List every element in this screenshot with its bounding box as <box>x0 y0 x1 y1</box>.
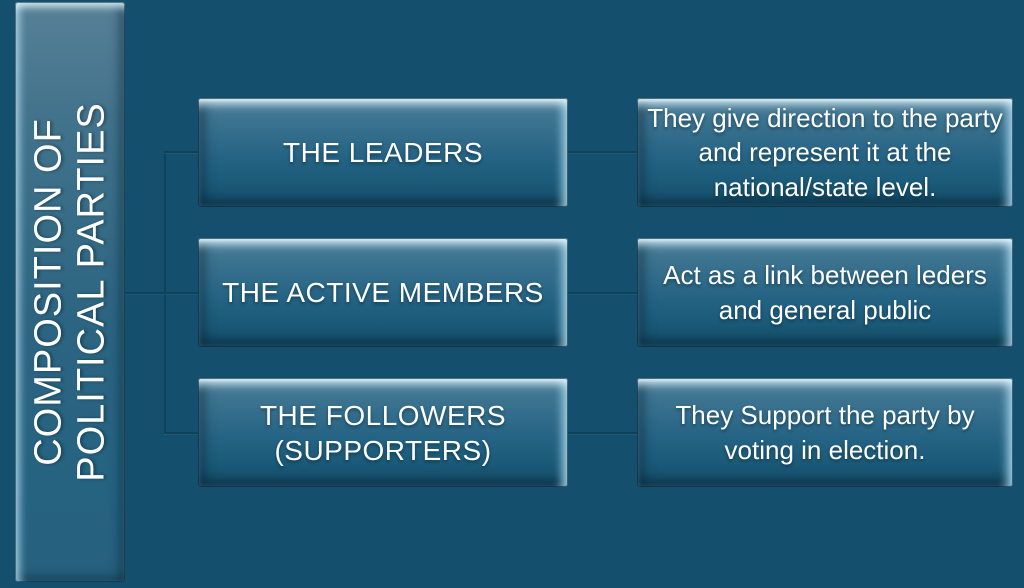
diagram-title-line2: POLITICAL PARTIES <box>70 102 112 482</box>
node-active-members-description: Act as a link between leders and general… <box>637 238 1013 347</box>
node-followers: THE FOLLOWERS (SUPPORTERS) <box>198 378 568 487</box>
connector-titlebar-to-trunk <box>125 292 198 294</box>
diagram-title-line1: COMPOSITION OF <box>27 118 70 466</box>
node-active-members-description-text: Act as a link between leders and general… <box>663 259 987 325</box>
connector-trunk-to-leaders <box>164 151 198 153</box>
node-leaders: THE LEADERS <box>198 98 568 207</box>
node-leaders-label: THE LEADERS <box>283 137 483 168</box>
node-leaders-description: They give direction to the party and rep… <box>637 98 1013 207</box>
diagram-title-bar: COMPOSITION OF POLITICAL PARTIES <box>15 2 125 582</box>
node-active-members-label: THE ACTIVE MEMBERS <box>222 277 544 308</box>
connector-leaders-to-description <box>568 151 637 153</box>
node-followers-label: THE FOLLOWERS (SUPPORTERS) <box>259 399 507 466</box>
node-followers-description-text: They Support the party by voting in elec… <box>675 399 975 465</box>
diagram-title: COMPOSITION OF POLITICAL PARTIES <box>27 102 112 482</box>
node-leaders-description-text: They give direction to the party and rep… <box>647 102 1003 202</box>
connector-followers-to-description <box>568 432 637 434</box>
node-active-members: THE ACTIVE MEMBERS <box>198 238 568 347</box>
connector-active-members-to-description <box>568 292 637 294</box>
node-followers-description: They Support the party by voting in elec… <box>637 378 1013 487</box>
connector-trunk-to-followers <box>164 432 198 434</box>
